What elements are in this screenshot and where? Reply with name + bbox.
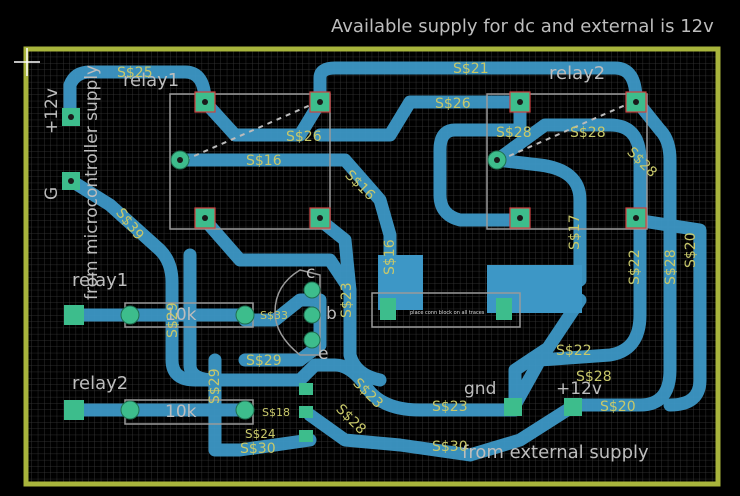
plus12v-right-label: +12v xyxy=(556,379,602,399)
signal-label: S$26 xyxy=(286,129,322,145)
plus12v-left-label: +12v xyxy=(42,88,62,134)
signal-label: S$20 xyxy=(600,399,636,415)
signal-label: S$16 xyxy=(382,239,398,275)
relay-coil-dashes xyxy=(184,102,631,161)
signal-label: S$22 xyxy=(556,343,592,359)
signal-label: S$28 xyxy=(496,125,532,141)
resistor2-label: 10k xyxy=(165,402,197,422)
microcontroller-supply-label: from microcontroller supply xyxy=(82,64,102,300)
gnd-label: gnd xyxy=(464,379,497,399)
signal-label: S$25 xyxy=(117,65,153,81)
signal-label: S$21 xyxy=(453,61,489,77)
signal-label: S$20 xyxy=(683,232,699,268)
relay2-left-label: relay2 xyxy=(72,373,129,394)
signal-label: S$22 xyxy=(627,249,643,285)
board-outline xyxy=(23,46,721,487)
external-supply-label: from external supply xyxy=(462,442,649,463)
relay1-top-label: relay1 xyxy=(123,70,180,91)
signal-label: S$29 xyxy=(165,302,181,338)
ground-left-label: G xyxy=(42,186,62,200)
relay2-top-label: relay2 xyxy=(549,63,606,84)
transistor-base-label: b xyxy=(326,304,337,324)
signal-label: S$29 xyxy=(207,368,223,404)
signal-label: S$16 xyxy=(246,153,282,169)
signal-label: S$28 xyxy=(576,369,612,385)
signal-label: S$24 xyxy=(245,427,276,441)
connector-note: place conn block on all traces xyxy=(410,310,485,316)
transistor-emitter-label: e xyxy=(318,344,329,364)
relay1-left-label: relay1 xyxy=(72,270,129,291)
signal-label: S$29 xyxy=(246,353,282,369)
signal-label: S$26 xyxy=(435,96,471,112)
silkscreen-outlines xyxy=(124,93,648,425)
signal-label: S$23 xyxy=(339,282,355,318)
signal-label: S$28 xyxy=(663,249,679,285)
signal-label: S$28 xyxy=(570,125,606,141)
origin-crosshair-icon xyxy=(14,48,40,76)
transistor-collector-label: c xyxy=(306,263,316,283)
resistor1-label: 10k xyxy=(165,305,197,325)
signal-label: S$17 xyxy=(567,214,583,250)
signal-label: S$30 xyxy=(240,441,276,457)
pads xyxy=(62,91,647,442)
board-title: Available supply for dc and external is … xyxy=(331,16,714,37)
signal-label: S$30 xyxy=(432,439,468,455)
signal-label: S$18 xyxy=(262,406,290,419)
signal-label: S$23 xyxy=(432,399,468,415)
signal-label: S$33 xyxy=(260,309,288,322)
